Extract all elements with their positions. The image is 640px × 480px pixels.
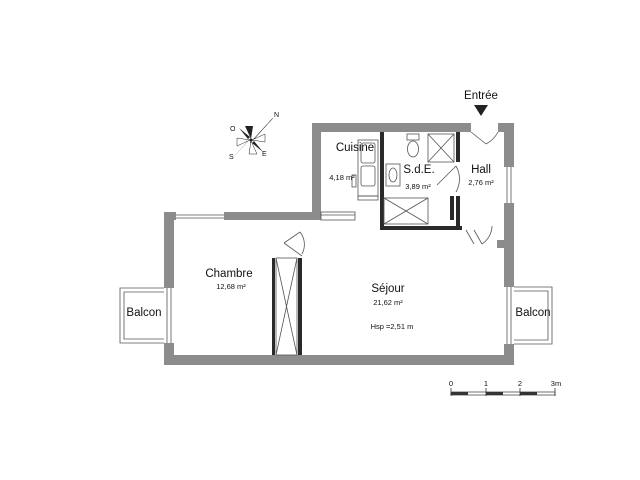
compass-rose-icon: N O S E [229, 112, 279, 162]
scale-tick-0: 0 [449, 379, 453, 388]
door-chambre [283, 231, 305, 257]
room-cuisine-area: 4,18 m² [329, 173, 355, 182]
compass-e: E [262, 151, 267, 158]
door-hall-lower [465, 225, 493, 245]
wardrobe [275, 257, 298, 356]
room-sejour-area: 21,62 m² [373, 298, 403, 307]
scale-tick-1: 1 [484, 379, 488, 388]
interior-walls [272, 132, 462, 355]
window-hall [504, 167, 514, 203]
room-sde-name: S.d.E. [403, 164, 434, 176]
room-sde-area: 3,89 m² [405, 182, 431, 191]
scale-bar: 0 1 2 3m [449, 379, 561, 396]
room-sejour-name: Séjour [371, 283, 404, 295]
bathroom-fixtures [383, 133, 460, 225]
room-chambre-name: Chambre [205, 268, 252, 280]
compass-n: N [274, 112, 279, 119]
entrance-arrow-icon [474, 105, 488, 116]
room-hall-area: 2,76 m² [468, 178, 494, 187]
scale-tick-3: 3m [551, 379, 561, 388]
compass-s: S [229, 154, 234, 161]
balcony-left-label: Balcon [126, 307, 161, 319]
window-sejour-right [504, 287, 514, 344]
room-sejour-height: Hsp =2,51 m [371, 322, 414, 331]
scale-tick-2: 2 [518, 379, 522, 388]
window-chambre-left [164, 288, 174, 343]
window-chambre-top [176, 212, 224, 220]
door-entrance [470, 131, 499, 145]
entrance-label: Entrée [464, 90, 498, 102]
room-cuisine-name: Cuisine [336, 142, 374, 154]
balcony-right-label: Balcon [515, 307, 550, 319]
outer-walls [164, 123, 514, 365]
room-chambre-area: 12,68 m² [216, 282, 246, 291]
balcony-left [119, 287, 164, 344]
room-hall-name: Hall [471, 164, 491, 176]
balcony-right [505, 286, 553, 345]
kitchen-sink [320, 139, 379, 221]
compass-o: O [230, 126, 236, 133]
